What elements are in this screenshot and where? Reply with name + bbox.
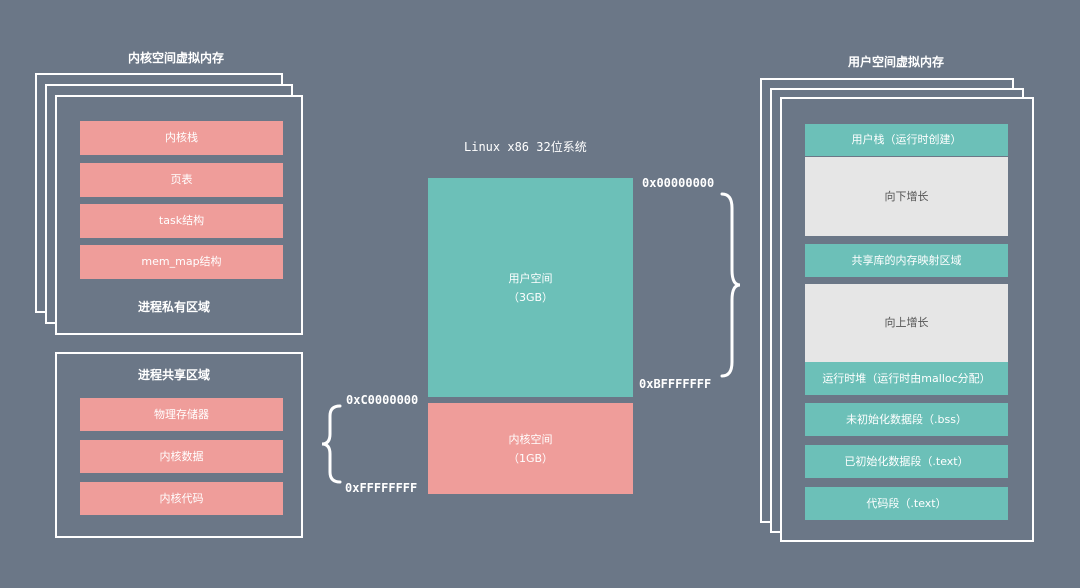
center-title: Linux x86 32位系统	[464, 140, 587, 154]
page-table-block: 页表	[80, 163, 283, 197]
user-space-brace	[720, 192, 741, 378]
kernel-stack-block: 内核栈	[80, 121, 283, 155]
process-private-label: 进程私有区域	[138, 300, 211, 314]
code-segment-block: 代码段（.text）	[805, 487, 1008, 520]
task-struct-block: task结构	[80, 204, 283, 238]
grows-up-block: 向上增长	[805, 284, 1008, 362]
mem-map-block: mem_map结构	[80, 245, 283, 279]
user-space-label: 用户空间	[508, 272, 553, 285]
kernel-data-block: 内核数据	[80, 440, 283, 473]
kernel-vm-title: 内核空间虚拟内存	[128, 51, 225, 65]
kernel-space-brace	[321, 404, 342, 484]
physical-storage-block: 物理存储器	[80, 398, 283, 431]
bss-segment-block: 未初始化数据段（.bss）	[805, 403, 1008, 436]
user-stack-block: 用户栈（运行时创建）	[805, 124, 1008, 156]
shared-region-title: 进程共享区域	[138, 368, 211, 382]
user-space-size: （3GB）	[507, 291, 554, 304]
kernel-space-label: 内核空间	[508, 433, 553, 446]
user-space-block: 用户空间 （3GB）	[428, 178, 633, 397]
shared-lib-mmap-block: 共享库的内存映射区域	[805, 244, 1008, 277]
kernel-code-block: 内核代码	[80, 482, 283, 515]
user-start-address: 0x00000000	[642, 176, 715, 190]
user-end-address: 0xBFFFFFFF	[639, 377, 712, 391]
data-segment-block: 已初始化数据段（.text）	[805, 445, 1008, 478]
user-vm-title: 用户空间虚拟内存	[848, 55, 945, 69]
kernel-space-size: （1GB）	[507, 452, 554, 465]
kernel-end-address: 0xFFFFFFFF	[345, 481, 418, 495]
kernel-start-address: 0xC0000000	[346, 393, 419, 407]
runtime-heap-block: 运行时堆（运行时由malloc分配）	[805, 362, 1008, 395]
grows-down-block: 向下增长	[805, 157, 1008, 236]
kernel-space-block: 内核空间 （1GB）	[428, 403, 633, 494]
